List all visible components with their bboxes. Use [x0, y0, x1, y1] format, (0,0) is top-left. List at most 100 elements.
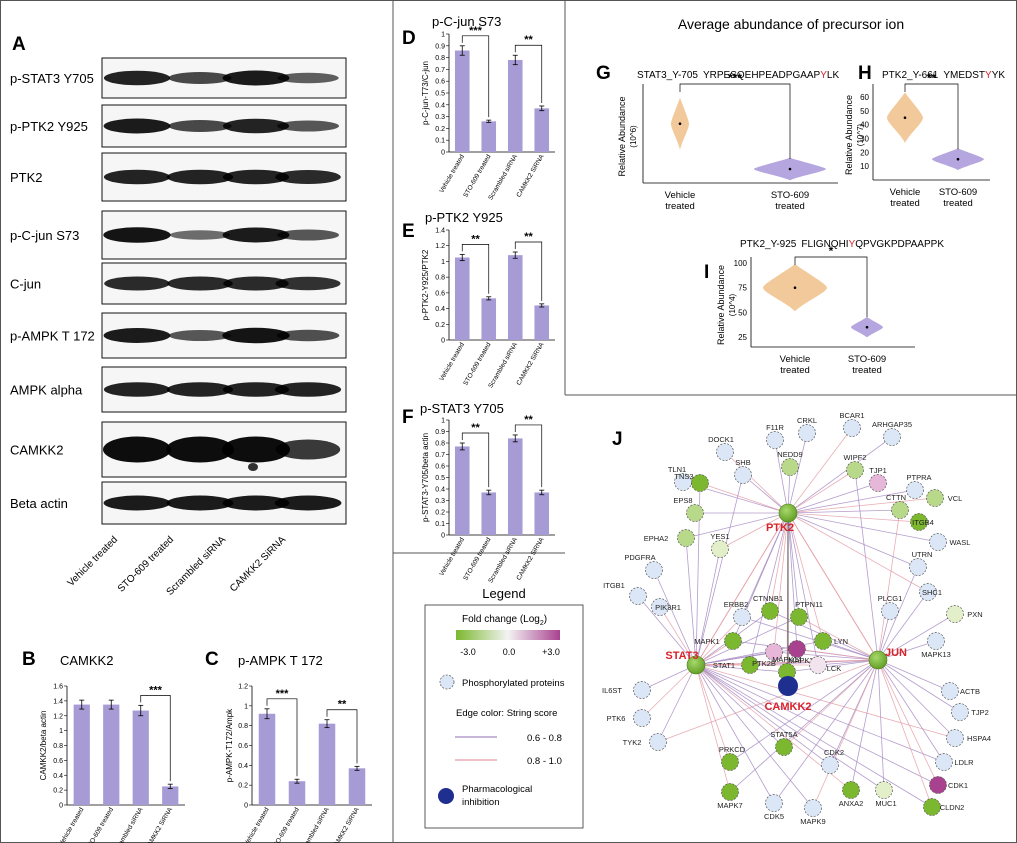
network-edge — [787, 427, 853, 514]
significance-bracket — [140, 694, 171, 782]
network-node — [766, 431, 784, 449]
network-node-label: PIK3R1 — [655, 603, 681, 612]
network-node — [765, 643, 783, 661]
network-node-label: MAPK14 — [772, 655, 802, 664]
y-axis-label: p-STAT3-Y705/beta actin — [421, 433, 430, 522]
significance-label: ** — [927, 71, 937, 85]
y-tick-label: 0.8 — [435, 441, 445, 448]
blot-band — [222, 169, 290, 185]
y-tick-label: 25 — [738, 333, 747, 342]
blot-band — [169, 330, 231, 341]
y-tick-label: 0.3 — [435, 114, 445, 121]
network-edge — [719, 512, 789, 550]
network-edge — [695, 616, 743, 666]
y-tick-label: 0.5 — [435, 91, 445, 98]
blot-band — [275, 439, 341, 460]
significance-label: ** — [471, 422, 480, 434]
y-tick-label: 1 — [441, 32, 445, 39]
network-node-label: CLDN2 — [940, 803, 965, 812]
phospho-circle-icon — [439, 674, 455, 690]
network-node-label: PRKCD — [719, 745, 746, 754]
panel-letter-h: H — [858, 63, 872, 84]
hub-node-camkk2 — [778, 676, 798, 696]
lane-label: CAMKK2 SiRNA — [228, 534, 288, 594]
y-tick-label: 0 — [59, 803, 63, 810]
fold-change-label: Fold change (Log2) — [462, 614, 547, 627]
chart-title: p-STAT3 Y705 — [420, 401, 504, 416]
y-tick-label: 0.2 — [53, 788, 63, 795]
y-tick-label: 0 — [441, 338, 445, 345]
hub-node — [778, 503, 798, 523]
y-tick-label: 0.7 — [435, 452, 445, 459]
blot-band — [167, 276, 233, 291]
category-label: Vehicle treated — [438, 153, 466, 194]
network-edge — [787, 512, 800, 618]
network-edge — [695, 664, 939, 786]
network-node-label: MAPK1 — [694, 637, 719, 646]
category-label: CAMKK2 SiRNA — [515, 153, 545, 199]
y-tick-label: 0.6 — [238, 743, 248, 750]
y-tick-label: 0.8 — [53, 743, 63, 750]
network-node-label: CTNNB1 — [753, 594, 783, 603]
blot-band — [166, 495, 234, 511]
network-edge — [695, 664, 814, 809]
network-node-label: CTTN — [886, 493, 906, 502]
y-tick-label: 0.6 — [435, 290, 445, 297]
legend-box — [424, 604, 584, 829]
network-node — [775, 738, 793, 756]
network-node-label: ACTB — [960, 687, 980, 696]
y-tick-label: 0.3 — [435, 498, 445, 505]
bar — [454, 50, 470, 152]
network-node-label: YES1 — [710, 532, 729, 541]
network-node — [821, 756, 839, 774]
blot-band — [222, 495, 290, 511]
category-label: CAMKK2 SiRNA — [515, 341, 545, 387]
network-edge — [787, 512, 929, 593]
network-node-label: DOCK1 — [708, 435, 734, 444]
network-edge — [877, 591, 929, 661]
y-tick-label: 0.8 — [435, 275, 445, 282]
blot-band — [103, 328, 171, 343]
network-edge — [787, 436, 893, 514]
bar-chart-d: p-C-jun S7300.10.20.30.40.50.60.70.80.91… — [421, 14, 555, 201]
blot-band — [103, 382, 171, 397]
network-node — [686, 504, 704, 522]
blot-band — [223, 276, 289, 291]
network-node — [798, 424, 816, 442]
panel-letter-d: D — [402, 28, 416, 49]
y-tick-label: 0.2 — [435, 126, 445, 133]
network-node-label: ITGB4 — [912, 518, 934, 527]
network-node-label: PTPRA — [906, 473, 931, 482]
network-node-label: PDGFRA — [624, 553, 655, 562]
category-label: STO-609 treated — [85, 806, 115, 843]
network-edge — [787, 512, 920, 523]
network-edge — [786, 659, 879, 673]
bar — [507, 255, 523, 340]
network-node-label: NEDD9 — [777, 450, 802, 459]
y-tick-label: 1.4 — [53, 698, 63, 705]
lane-label: Vehicle treated — [66, 534, 121, 589]
network-node-label: UTRN — [912, 550, 933, 559]
bar — [534, 492, 550, 535]
panel-letter-g: G — [596, 63, 611, 84]
y-axis-unit: (10^7) — [856, 123, 865, 146]
y-tick-label: 1 — [59, 728, 63, 735]
network-edge — [787, 469, 856, 514]
y-tick-label: 1 — [244, 703, 248, 710]
network-node — [677, 529, 695, 547]
network-node-label: IL6ST — [602, 686, 622, 695]
category-label: Scrambled siRNA — [299, 806, 331, 843]
network-legend: Legend Fold change (Log2) -3.0 0.0 +3.0 … — [424, 586, 584, 829]
network-node — [781, 458, 799, 476]
significance-bracket — [679, 83, 791, 160]
panel-letter-a: A — [12, 34, 26, 55]
bar — [534, 305, 550, 340]
bar — [162, 786, 179, 805]
category-label: STO-609 treated — [462, 153, 492, 199]
blot-band — [277, 120, 339, 132]
median-dot — [788, 167, 792, 171]
blot-label: PTK2 — [10, 170, 43, 185]
blot-band — [103, 495, 171, 511]
